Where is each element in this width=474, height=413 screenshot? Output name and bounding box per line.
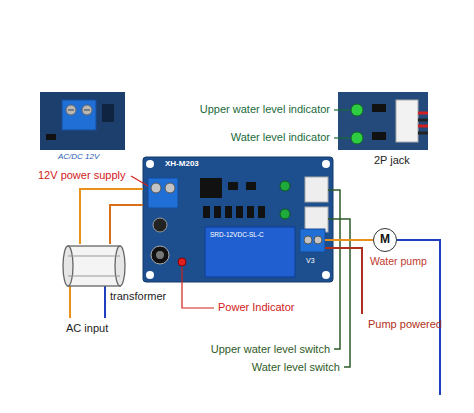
voltage-label: AC/DC 12V	[58, 152, 99, 161]
board-marking: V3	[306, 257, 315, 265]
pcb-board-part	[178, 258, 186, 266]
callout-label: Pump powered	[368, 318, 442, 331]
pcb-board	[143, 157, 333, 282]
pcb-board-part	[148, 178, 178, 208]
callout-label: Water level switch	[252, 361, 340, 374]
leader-lines-part	[325, 239, 333, 241]
ac-wires-part	[69, 286, 71, 318]
leader-lines-part	[328, 190, 340, 349]
pcb-board-part	[146, 160, 154, 168]
pcb-board-part	[143, 157, 333, 282]
jack-inset-part	[351, 104, 363, 116]
leader-lines	[131, 110, 440, 395]
jack-inset-part	[418, 119, 428, 122]
motor-circle: M	[373, 228, 397, 252]
jack-inset-part	[418, 112, 428, 115]
terminal-inset-part	[82, 105, 92, 115]
board-node: XH-M203	[143, 157, 333, 282]
callout-label: AC input	[66, 322, 108, 335]
node-label: XH-M203	[165, 160, 199, 169]
pcb-board-part	[258, 206, 265, 218]
transformer-coil	[115, 246, 125, 286]
pcb-board-part	[151, 246, 169, 264]
pcb-board-part	[225, 206, 232, 218]
pcb-board-part	[305, 177, 328, 202]
node-label: M	[380, 233, 390, 246]
callout-label: Upper water level switch	[211, 343, 330, 356]
callout-label: Water pump	[370, 255, 427, 267]
transformer-core	[68, 246, 120, 286]
pcb-board-part	[153, 218, 167, 232]
transformer-symbol	[58, 244, 130, 288]
pcb-board-part	[203, 206, 210, 218]
callout-label: Power Indicator	[218, 301, 294, 314]
jack-inset-part	[418, 132, 428, 135]
callout-label: Upper water level indicator	[200, 103, 330, 116]
leader-lines-part	[328, 219, 350, 367]
pcb-board-part	[305, 207, 328, 232]
terminal-inset-part	[40, 92, 125, 150]
pcb-board-part	[151, 183, 161, 193]
callout-label: Water level indicator	[231, 131, 330, 144]
jack-inset-part	[372, 104, 386, 112]
pcb-board-part	[200, 178, 222, 198]
pcb-board-part	[304, 236, 312, 244]
pcb-board-part	[146, 271, 154, 279]
pcb-board-part	[236, 206, 243, 218]
terminal-inset-part	[68, 109, 74, 110]
pcb-board-part	[314, 236, 322, 244]
pcb-board-part	[280, 181, 290, 191]
transformer-node: transformer	[58, 244, 178, 306]
pcb-board-part	[247, 206, 254, 218]
pcb-board-part	[165, 183, 175, 193]
pcb-board-part	[280, 209, 290, 219]
ac-wires	[70, 286, 105, 318]
pcb-board-part	[156, 251, 164, 259]
jack-inset-part	[418, 125, 428, 128]
terminal-inset-part	[102, 104, 114, 122]
terminal-inset-part	[46, 134, 56, 140]
leader-lines-part	[182, 267, 214, 308]
wire-connector	[333, 239, 373, 241]
pcb-board-part	[322, 271, 330, 279]
terminal-inset-part	[62, 100, 96, 130]
transformer-coil	[63, 246, 73, 286]
leader-lines-part	[334, 109, 350, 110]
pcb-board-part	[322, 160, 330, 168]
relay-marking: SRD-12VDC-SL-C	[210, 231, 264, 238]
transformer-line	[68, 256, 120, 257]
pcb-board-part	[246, 182, 256, 190]
node-label: transformer	[110, 290, 166, 302]
pcb-board-part	[214, 206, 221, 218]
callout-label: 2P jack	[374, 154, 410, 167]
leader-lines-part	[334, 137, 350, 138]
terminal-inset-part	[84, 109, 90, 110]
jack-inset-part	[351, 132, 363, 144]
terminal-inset	[40, 92, 125, 150]
jack-inset-part	[372, 132, 386, 140]
pcb-board-part	[205, 227, 295, 277]
ac-wires-part	[104, 286, 106, 318]
leader-lines-part	[325, 248, 362, 314]
jack-inset-part	[338, 92, 428, 150]
terminal-inset-part	[66, 105, 76, 115]
pcb-board-part	[300, 229, 325, 252]
callout-label: 12V power supply	[38, 169, 125, 182]
leader-lines-part	[131, 176, 148, 186]
wire-connector	[110, 205, 143, 244]
transformer-line	[68, 276, 120, 277]
jack-inset-part	[396, 100, 418, 142]
wire-connector	[80, 189, 143, 244]
pcb-board-part	[228, 182, 238, 190]
jack-inset	[338, 92, 428, 150]
